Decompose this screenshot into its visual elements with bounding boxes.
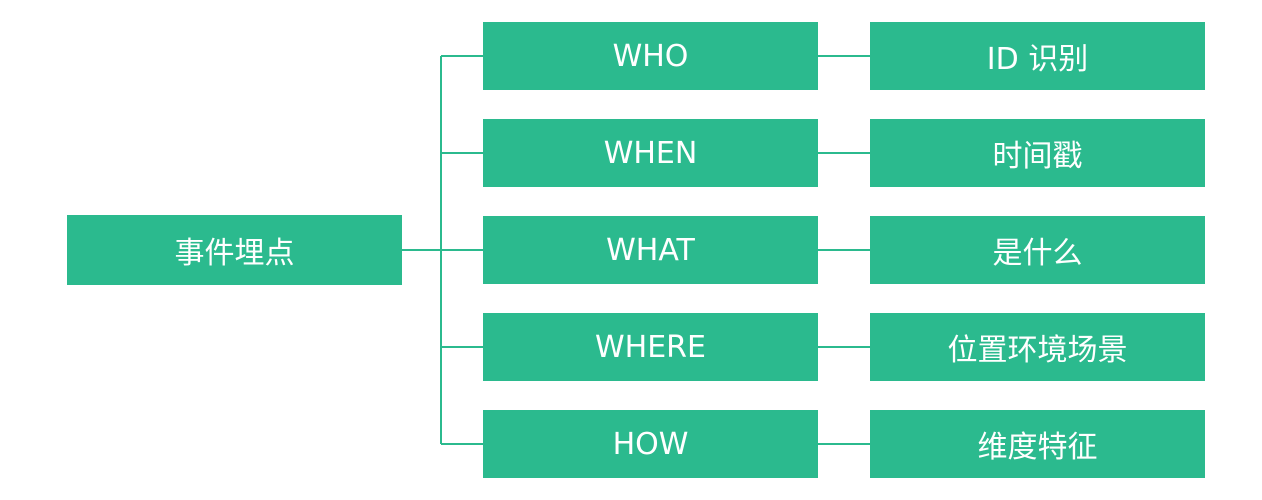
- leaf-node-label: 位置环境场景: [947, 333, 1128, 368]
- leaf-node-id-recognition: ID 识别: [870, 22, 1205, 90]
- leaf-node-what-is-it: 是什么: [870, 216, 1205, 284]
- branch-node-how: HOW: [483, 410, 818, 478]
- leaf-node-label: 时间戳: [992, 139, 1083, 174]
- leaf-node-timestamp: 时间戳: [870, 119, 1205, 187]
- leaf-node-dimension-features: 维度特征: [870, 410, 1205, 478]
- branch-node-label: WHAT: [606, 232, 695, 268]
- leaf-node-label: ID 识别: [986, 42, 1089, 77]
- branch-node-label: WHO: [612, 38, 689, 74]
- branch-node-who: WHO: [483, 22, 818, 90]
- leaf-node-label: 是什么: [992, 236, 1083, 271]
- branch-node-when: WHEN: [483, 119, 818, 187]
- branch-node-where: WHERE: [483, 313, 818, 381]
- branch-node-label: WHERE: [595, 329, 706, 365]
- leaf-node-label: 维度特征: [977, 430, 1098, 465]
- branch-node-what: WHAT: [483, 216, 818, 284]
- root-node-event-tracking: 事件埋点: [67, 215, 402, 285]
- leaf-node-location-context: 位置环境场景: [870, 313, 1205, 381]
- root-node-label: 事件埋点: [174, 236, 295, 271]
- branch-node-label: WHEN: [603, 135, 698, 171]
- branch-node-label: HOW: [612, 426, 689, 462]
